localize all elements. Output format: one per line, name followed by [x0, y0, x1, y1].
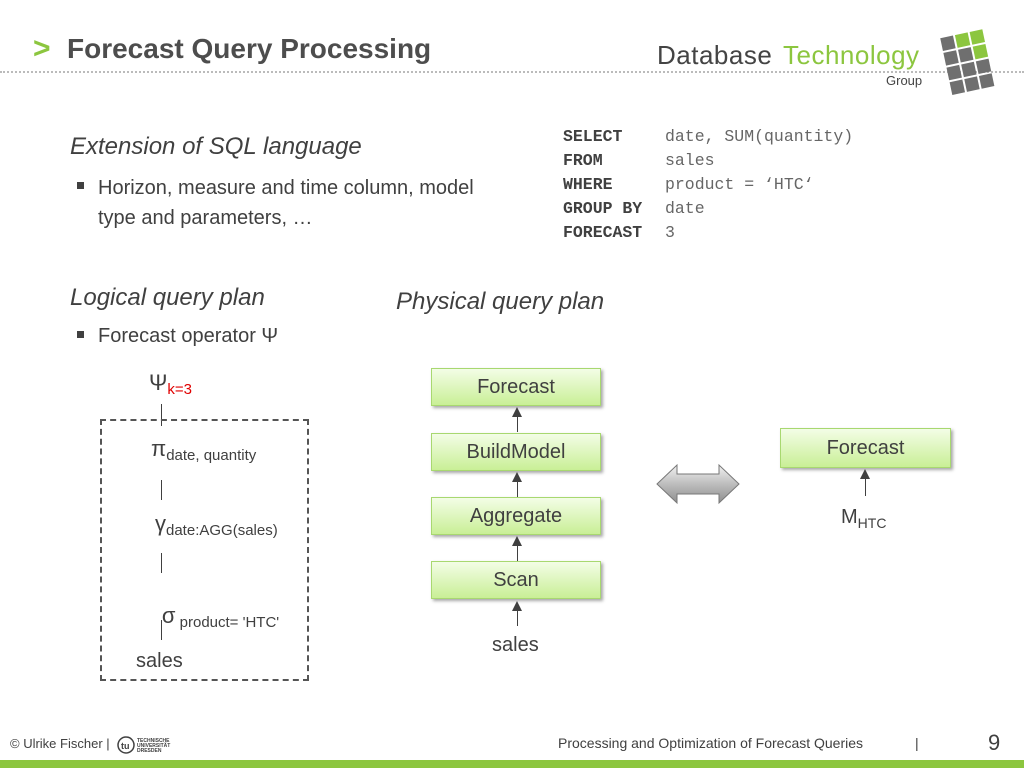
- forecast-operator-psi: Ψk=3: [149, 370, 192, 398]
- double-arrow-icon: [656, 463, 740, 505]
- arrow-up-icon: [512, 472, 522, 482]
- sql-query-block: SELECT date, SUM(quantity) FROM sales WHER…: [563, 125, 853, 245]
- sql-extension-heading: Extension of SQL language: [70, 133, 362, 160]
- model-htc: MHTC: [841, 506, 886, 531]
- arrow-up-icon: [512, 407, 522, 417]
- logical-plan-heading: Logical query plan: [70, 284, 265, 311]
- sql-keyword: FORECAST: [563, 223, 643, 242]
- logical-source-sales: sales: [136, 650, 183, 672]
- bullet-square-icon: [77, 182, 84, 189]
- plan-edge: [161, 480, 162, 500]
- sql-value: date, SUM(quantity): [665, 127, 854, 146]
- gamma-symbol: γ: [155, 511, 166, 536]
- bullet-square-icon: [77, 331, 84, 338]
- sql-line: SELECT date, SUM(quantity): [563, 125, 853, 149]
- psi-subscript: k=3: [167, 381, 192, 399]
- sql-value: 3: [665, 223, 675, 242]
- plan-edge: [161, 620, 162, 640]
- arrow-shaft: [517, 481, 518, 497]
- arrow-shaft: [865, 478, 866, 496]
- arrow-up-icon: [512, 536, 522, 546]
- database-grid-logo-icon: [940, 29, 995, 95]
- arrow-shaft: [517, 545, 518, 561]
- arrow-shaft: [517, 610, 518, 626]
- footer-talk-title: Processing and Optimization of Forecast …: [558, 735, 864, 751]
- operator-forecast: Forecast: [431, 368, 601, 406]
- svg-text:UNIVERSITÄT: UNIVERSITÄT: [137, 742, 170, 749]
- sql-keyword: SELECT: [563, 127, 623, 146]
- sql-keyword: FROM: [563, 151, 603, 170]
- physical-plan-heading: Physical query plan: [396, 288, 605, 315]
- brand-database: Database: [657, 40, 773, 70]
- footer-accent-bar: [0, 760, 1024, 768]
- arrow-up-icon: [512, 601, 522, 611]
- projection-operator: πdate, quantity: [151, 436, 256, 464]
- arrow-up-icon: [860, 469, 870, 479]
- sql-keyword: GROUP BY: [563, 199, 643, 218]
- model-subscript: HTC: [857, 515, 887, 531]
- physical-source-sales: sales: [492, 634, 539, 656]
- aggregation-operator: γdate:AGG(sales): [155, 511, 278, 539]
- pi-symbol: π: [151, 436, 167, 461]
- operator-aggregate: Aggregate: [431, 497, 601, 535]
- plan-edge: [161, 404, 162, 426]
- svg-text:TECHNISCHE: TECHNISCHE: [137, 738, 170, 744]
- logical-plan-subtree-box: [100, 419, 309, 681]
- psi-symbol: Ψ: [149, 370, 168, 395]
- sql-extension-bullet: Horizon, measure and time column, model …: [98, 177, 474, 229]
- sql-line: WHERE product = ‘HTC‘: [563, 173, 853, 197]
- selection-operator: σ product= 'HTC': [153, 585, 279, 631]
- logical-plan-bullet: Forecast operator Ψ: [98, 325, 279, 347]
- sigma-symbol: σ: [161, 603, 176, 628]
- operator-buildmodel: BuildModel: [431, 433, 601, 471]
- arrow-shaft: [517, 416, 518, 432]
- model-symbol: M: [841, 506, 858, 528]
- sql-value: product = ‘HTC‘: [665, 175, 814, 194]
- page-title: Forecast Query Processing: [67, 33, 432, 64]
- pi-subscript: date, quantity: [166, 447, 257, 465]
- sigma-subscript: product= 'HTC': [175, 614, 280, 632]
- footer-separator: |: [915, 735, 919, 751]
- brand-technology: Technology: [783, 40, 920, 70]
- operator-scan: Scan: [431, 561, 601, 599]
- plan-edge: [161, 553, 162, 573]
- header-divider: [0, 71, 1024, 73]
- title-chevron: >: [33, 32, 51, 65]
- sql-line: GROUP BY date: [563, 197, 853, 221]
- svg-text:tu: tu: [121, 741, 130, 751]
- sql-value: date: [665, 199, 705, 218]
- tu-dresden-logo-icon: tu TECHNISCHE UNIVERSITÄT DRESDEN: [117, 736, 170, 754]
- svg-text:DRESDEN: DRESDEN: [137, 748, 162, 754]
- sql-line: FROM sales: [563, 149, 853, 173]
- sql-line: FORECAST 3: [563, 221, 853, 245]
- footer-copyright: © Ulrike Fischer |: [10, 736, 110, 751]
- operator-forecast-alt: Forecast: [780, 428, 951, 468]
- page-number: 9: [988, 730, 1001, 755]
- brand-group: Group: [886, 73, 923, 88]
- sql-value: sales: [665, 151, 715, 170]
- sql-keyword: WHERE: [563, 175, 613, 194]
- gamma-subscript: date:AGG(sales): [166, 522, 278, 540]
